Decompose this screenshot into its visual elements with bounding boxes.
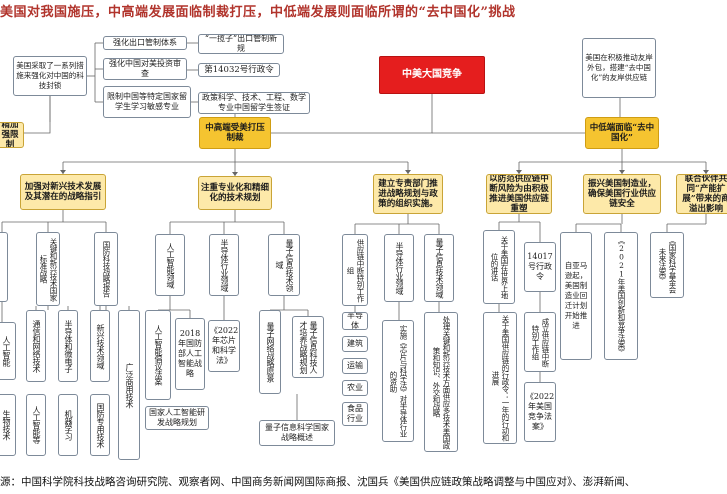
branch-high-end: 中高端受美打压制裁	[199, 117, 271, 149]
detail-eo-14032: 第14032号行政令	[198, 63, 280, 77]
sub-supply-taskforce: 成立供应链中断特别工作组	[524, 312, 556, 372]
sub-quantum-talent: 量子信息科技人才培养战略规划	[292, 316, 324, 378]
left-edge-ai: 人工智能	[0, 322, 16, 380]
sub-supply-eo-progress: 关于美国供应链的行政令：一年的行动和进展	[483, 312, 517, 444]
sub-defense-tech: 国防专用技术	[90, 394, 110, 456]
col-emerging-standard: 关键和新兴技术国家标准战略	[36, 232, 60, 306]
col-semiconductor-field-2: 半导体行业领域	[384, 234, 414, 302]
col-supply-taskforce: 供应链中断特别工作组	[342, 234, 368, 306]
page-title: 美国对我国施压，中高端发展面临制裁打压，中低端发展则面临所谓的“去中国化”挑战	[0, 5, 516, 20]
branch-low-end: 中低端面临“去中国化”	[585, 117, 659, 149]
col-nsf-future-act: 《国家科学基金会未来法案》	[650, 232, 684, 298]
source-footnote: 源：中国科学院科技战略咨询研究院、观察者网、中国商务新闻网国际商报、沈国兵《美国…	[0, 476, 636, 488]
col-quantum-field: 量子信息技术领域	[268, 234, 300, 296]
left-edge-column	[0, 232, 8, 302]
col-world-position-speech: 关于美国在世界上地位的讲话	[483, 230, 515, 304]
sub-ai-initiative: 人工智能倡议法案	[145, 310, 171, 400]
sub-commercial-tech: 广泛商用技术	[118, 310, 140, 460]
sector-agriculture: 农业	[342, 380, 368, 396]
us-measures-box: 美国采取了一系列措施来强化对中国的科技封锁	[13, 56, 87, 96]
measure-investment-review: 强化中国对美投资审查	[103, 58, 187, 80]
arrow-head	[516, 170, 522, 174]
arrow-head	[60, 170, 66, 174]
sub-machine-learning: 机器学习	[58, 394, 78, 456]
measure-export-control: 强化出口管制体系	[103, 36, 187, 50]
col-ai-field: 人工智能领域	[155, 234, 185, 296]
sub-ai-etc: 人工智能等	[26, 394, 46, 456]
sub-dod-ai-2018: 2018年国防部人工智能战略	[175, 318, 205, 390]
arrow-head	[232, 172, 238, 176]
level2-dedicated-departments: 建立专责部门推进战略规划与政策的组织实施。	[373, 174, 443, 214]
left-edge-biotech: 生物技术	[0, 394, 16, 456]
sub-2022-competes-act: 《2022年美国竞争法案》	[524, 382, 556, 442]
arrow-head	[703, 170, 709, 174]
col-defense-strategy: 国防科技战略报告	[94, 232, 118, 306]
sub-chips-funding: 实施《芯片与科学法》对半导体行业的资助	[382, 320, 414, 442]
col-quantum-field-2: 量子信息技术领域	[424, 234, 454, 302]
col-amazon-reshoring: 自亚马逊起，美国制造业回迁计划开始推进	[560, 232, 592, 360]
sector-semiconductor: 半导体	[342, 312, 368, 330]
col-eo-14017: 14017号行政令	[524, 242, 556, 292]
sector-food: 食品行业	[342, 402, 368, 426]
sector-transport: 运输	[342, 358, 368, 374]
level2-tech-planning: 注重专业化和精细化的技术规划	[198, 176, 272, 210]
detail-stem-visa: 政策科学、技术、工程、数学专业中国留学生签证	[198, 92, 310, 114]
sub-quantum-overview: 量子信息科学国家战略概述	[259, 420, 335, 446]
measure-student-limits: 限制中国等特定国家留学生学习敏感专业	[103, 86, 191, 118]
sub-emerging-tech-field: 新兴技术领域	[90, 310, 110, 382]
sub-communications: 通信和网络技术	[26, 310, 46, 382]
connector	[24, 96, 51, 134]
col-semiconductor-field: 半导体行业领域	[209, 234, 239, 296]
center-node: 中美大国竞争	[379, 56, 485, 94]
level2-partners: 联合伙伴共同“产能扩展”带来的商溢出影响	[676, 174, 727, 214]
left-edge-top-box: 精加强限制	[0, 122, 24, 148]
sector-construction: 建筑	[342, 336, 368, 352]
us-friendshoring-box: 美国在积极推动友岸外包，搭建“去中国化”的友岸供应链	[582, 38, 656, 98]
sub-semi-micro: 半导体和微电子	[58, 310, 78, 382]
sub-critical-tech-policy: 处理关键和新兴技术方面供应多技术美国政策和知识、外交和战略	[424, 312, 458, 452]
sub-national-ai-rd: 国家人工智能研发战略规划	[145, 406, 209, 430]
level2-emerging-guidance: 加强对新兴技术发展及其潜在的战略指引	[20, 174, 106, 210]
col-2021-innovation-act: 《2021年美国创新和竞争法案》	[604, 232, 638, 360]
detail-export-rules: “一揽子”出口管制新规	[198, 34, 284, 54]
arrow-head	[619, 170, 625, 174]
level2-supply-reshaping: 以防范供应链中断风险为由积极推进美国供应链重塑	[486, 174, 552, 214]
level2-manufacturing: 振兴美国制造业，确保美国行业供应链安全	[583, 174, 661, 214]
sub-quantum-network: 量子网络战略愿景	[259, 310, 281, 394]
arrow-head	[405, 170, 411, 174]
sub-chips-act-2022: 《2022年芯片和科学法》	[208, 320, 240, 372]
